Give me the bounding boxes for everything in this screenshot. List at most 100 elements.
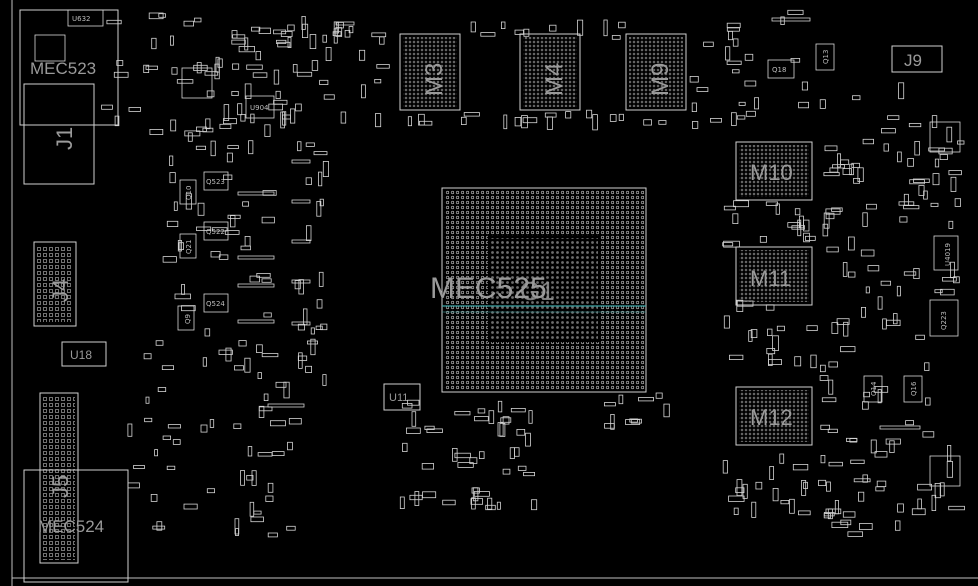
passive-component — [942, 276, 957, 282]
memory-m3[interactable]: M3 — [399, 33, 461, 111]
passive-component — [499, 422, 506, 437]
m10-outline — [735, 141, 813, 201]
passive-component — [911, 508, 926, 516]
transistor-q523[interactable]: Q523 — [203, 171, 229, 191]
passive-component — [247, 446, 253, 457]
passive-component — [500, 21, 506, 29]
transistor-q9[interactable]: Q9 — [177, 305, 195, 331]
passive-component — [826, 481, 831, 492]
passive-component — [319, 79, 329, 86]
passive-component — [151, 37, 157, 50]
passive-component — [745, 110, 756, 117]
connector-j1-group[interactable]: U632 MEC523 J1 — [19, 9, 119, 185]
passive-component — [940, 288, 955, 296]
transistor-q10[interactable]: Q10 — [179, 179, 197, 205]
cpu-balls-inner — [490, 238, 598, 340]
passive-component — [692, 121, 699, 129]
transistor-q223[interactable]: Q223 — [929, 299, 959, 337]
passive-component — [238, 340, 247, 347]
connector-j4-group[interactable]: J4 — [33, 241, 77, 327]
transistor-q14[interactable]: Q14 — [863, 375, 883, 403]
chip-u18[interactable]: U18 — [61, 341, 107, 367]
passive-component — [101, 104, 113, 110]
passive-component — [791, 225, 806, 230]
passive-component — [939, 154, 948, 160]
passive-component — [226, 152, 233, 163]
chip-right-top — [929, 121, 961, 153]
passive-component — [948, 220, 954, 229]
passive-component — [316, 200, 322, 217]
passive-component — [722, 242, 734, 247]
m9-outline — [625, 33, 687, 111]
passive-component — [858, 491, 865, 502]
transistor-q18[interactable]: Q18 — [767, 59, 795, 79]
passive-component — [913, 268, 920, 280]
passive-component — [496, 501, 501, 510]
passive-component — [407, 399, 420, 406]
passive-component — [167, 424, 181, 429]
passive-component — [358, 49, 366, 61]
passive-component — [801, 81, 808, 91]
chip-u11[interactable]: U11 — [383, 383, 421, 411]
j9-label: J9 — [904, 51, 922, 70]
passive-component — [309, 34, 317, 50]
passive-component — [297, 355, 308, 361]
q524-outline — [203, 293, 229, 313]
transistor-q16[interactable]: Q16 — [903, 375, 923, 403]
passive-component — [223, 174, 233, 180]
connector-j5-group[interactable]: J5 MEC524 — [23, 392, 129, 583]
passive-component — [322, 34, 327, 43]
connector-j9[interactable]: J9 — [891, 45, 943, 73]
passive-component — [946, 126, 953, 143]
passive-component — [500, 417, 512, 423]
passive-component — [264, 124, 271, 137]
passive-component — [374, 113, 382, 128]
passive-component — [510, 407, 526, 413]
passive-component — [604, 423, 615, 429]
passive-component — [261, 216, 275, 224]
passive-component — [478, 451, 485, 460]
passive-component — [258, 406, 273, 412]
passive-component — [310, 338, 316, 356]
passive-component — [877, 389, 882, 404]
passive-component — [820, 364, 826, 373]
memory-m4[interactable]: M4 — [519, 33, 581, 111]
main-bga-chip[interactable]: MEC525 G1 — [430, 187, 647, 393]
memory-m10[interactable]: M10 — [735, 141, 813, 201]
chip-u4019[interactable]: U4019 — [933, 235, 959, 271]
passive-component — [825, 508, 842, 515]
passive-component — [497, 400, 503, 413]
memory-m12[interactable]: M12 — [735, 386, 813, 446]
memory-m11[interactable]: M11 — [735, 246, 813, 306]
passive-component — [736, 115, 746, 120]
passive-component — [116, 60, 124, 66]
transistor-q21[interactable]: Q21 — [179, 233, 197, 259]
passive-component — [732, 38, 739, 47]
passive-component — [180, 305, 196, 312]
memory-m9[interactable]: M9 — [625, 33, 687, 111]
transistor-q524[interactable]: Q524 — [203, 293, 229, 313]
long-passive — [237, 283, 275, 288]
passive-component — [948, 170, 962, 176]
passive-component — [360, 84, 366, 99]
passive-component — [183, 503, 198, 510]
passive-component — [909, 179, 925, 185]
passive-component — [194, 17, 202, 23]
mec523-label: MEC523 — [30, 59, 96, 78]
passive-component — [618, 21, 626, 29]
chip-u904[interactable]: U904 — [181, 67, 275, 119]
passive-component — [905, 420, 914, 426]
passive-component — [166, 220, 179, 228]
passive-component — [195, 145, 207, 150]
passive-component — [282, 111, 287, 126]
m9-balls — [629, 37, 683, 107]
passive-component — [840, 346, 856, 353]
transistor-q13[interactable]: Q13 — [815, 43, 835, 71]
passive-component — [166, 465, 176, 471]
passive-component — [957, 140, 965, 145]
m4-balls — [523, 37, 577, 107]
passive-component — [851, 162, 860, 169]
passive-component — [748, 330, 753, 342]
j4-outline — [33, 241, 77, 327]
passive-component — [283, 381, 290, 399]
